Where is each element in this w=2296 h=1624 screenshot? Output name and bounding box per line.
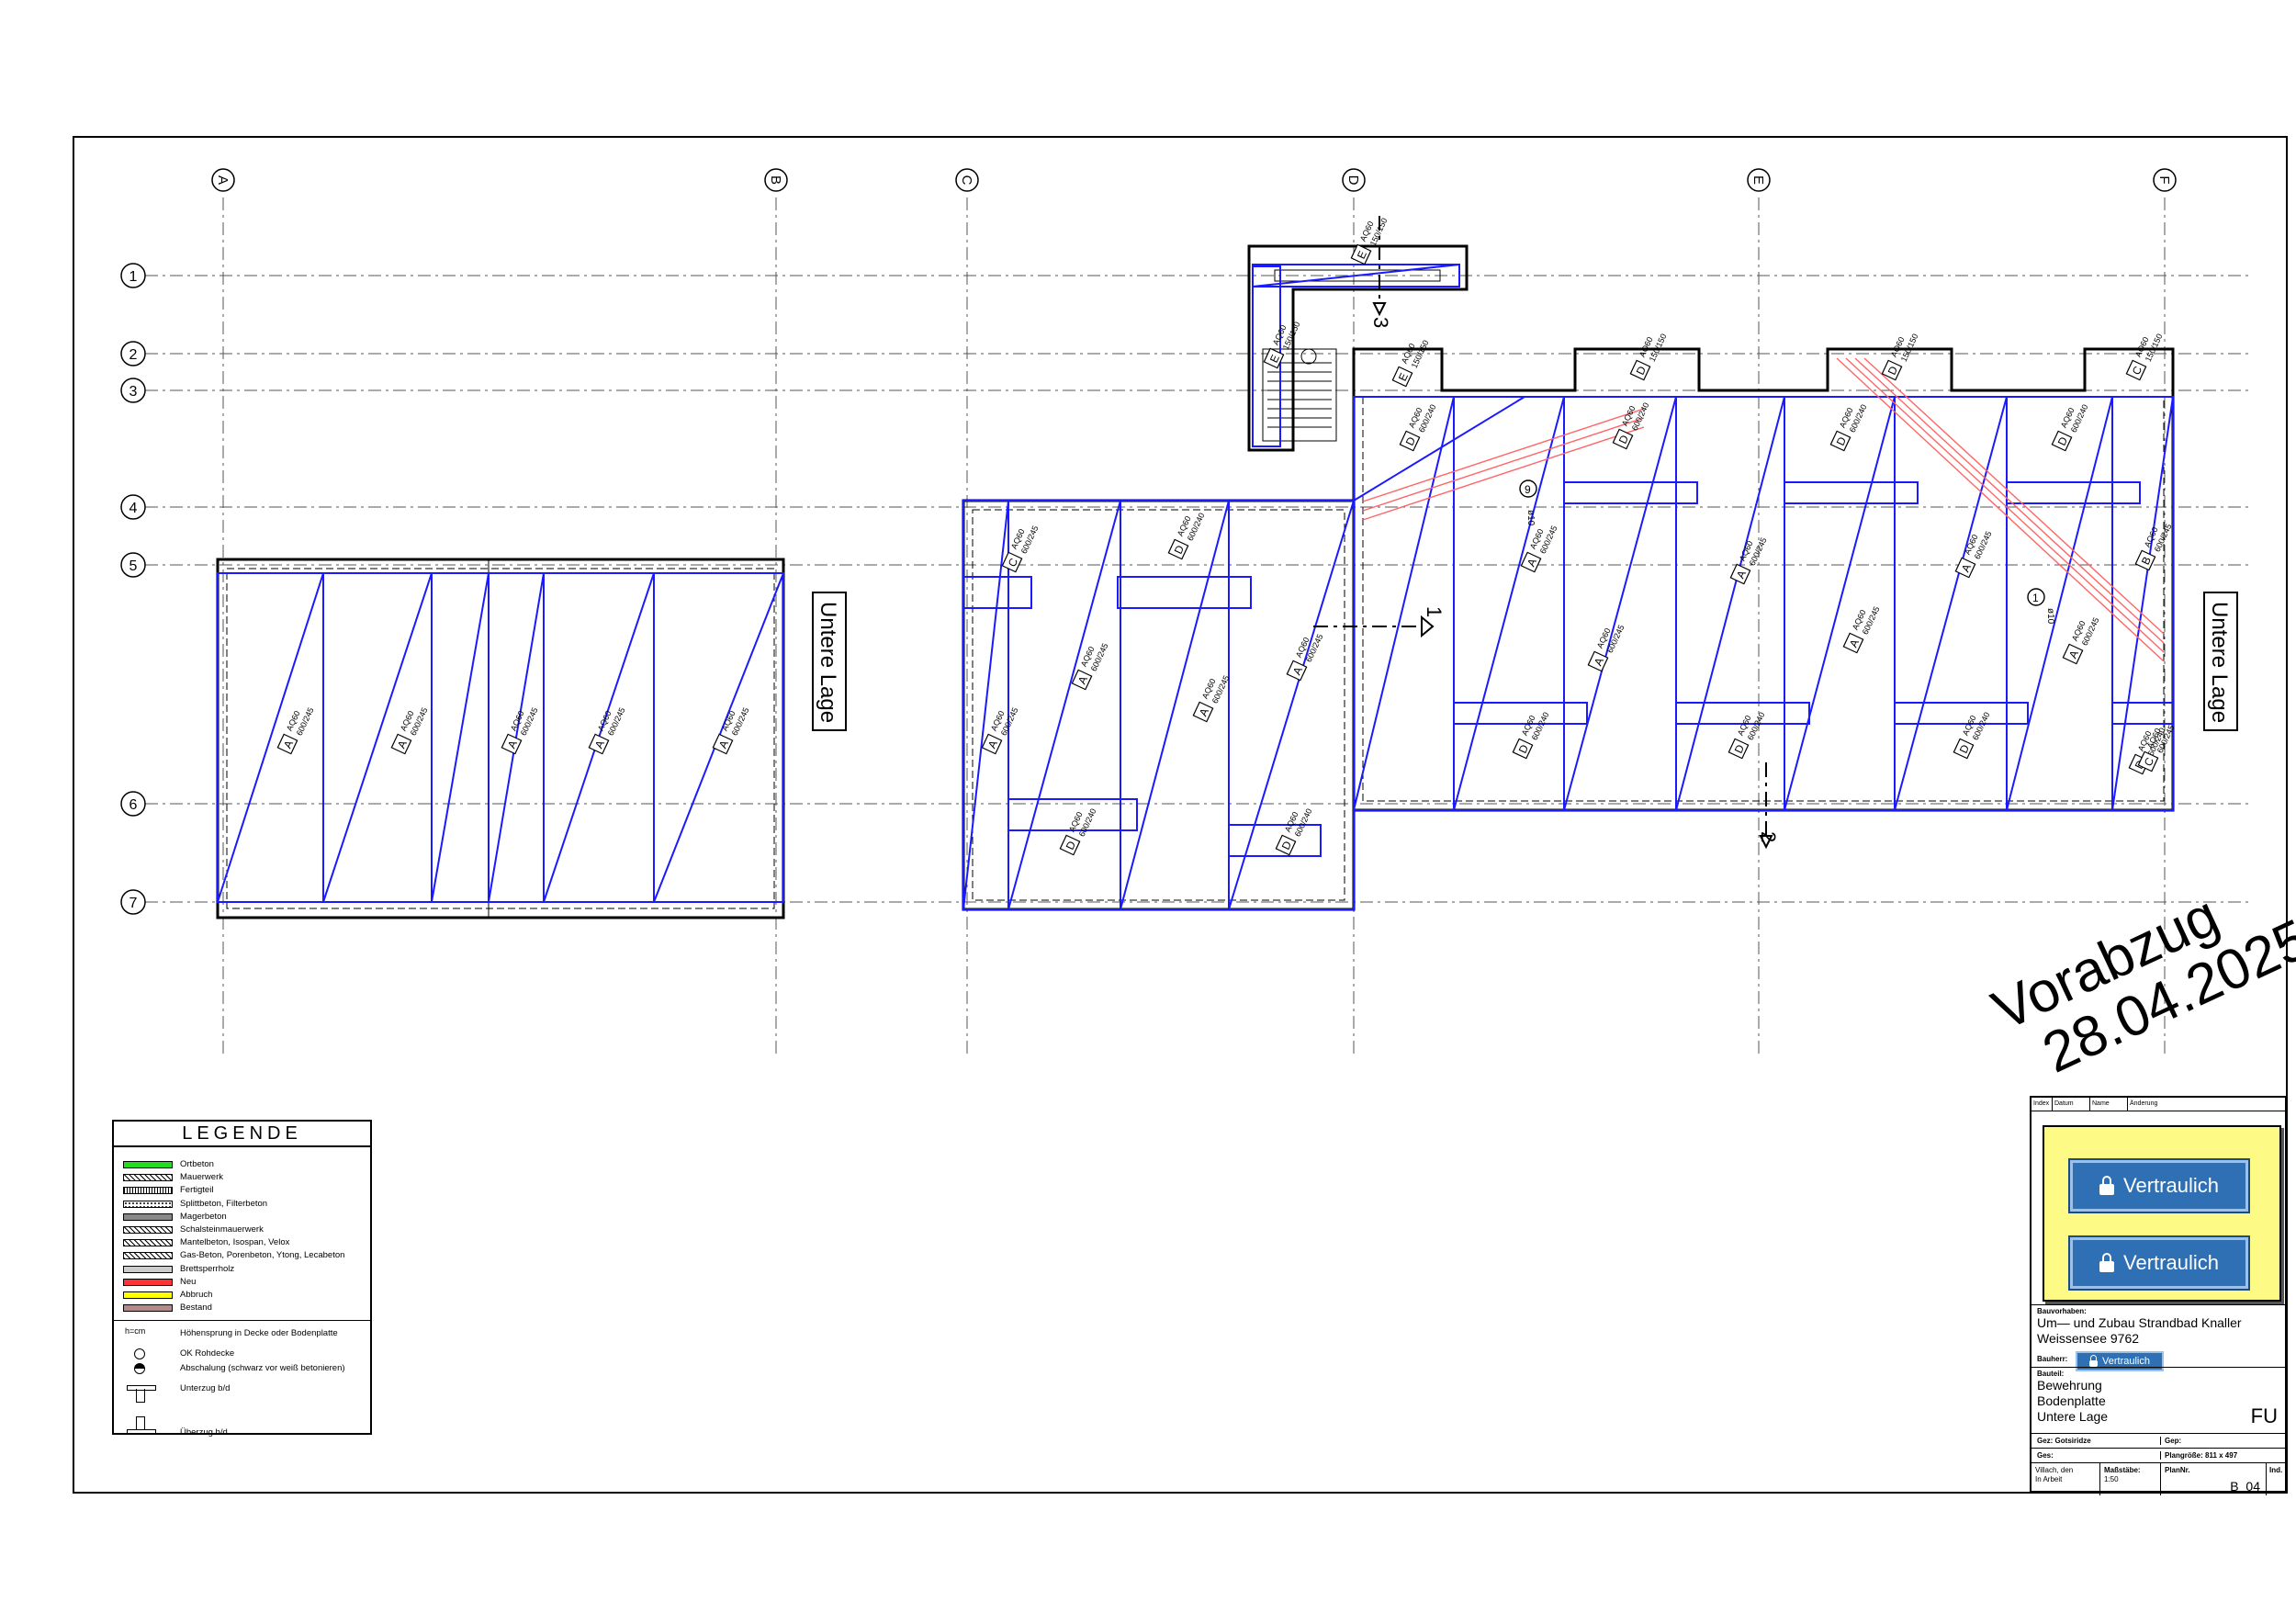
legend-symbol-top-slab: OK Rohdecke [114,1348,370,1363]
lower-layer-boxes [812,592,2238,731]
axis-bubble-row-3 [120,378,146,403]
checked-row: Ges: Plangröße: 811 x 497 [2032,1448,2285,1462]
legend-swatch [123,1278,173,1286]
plan-row: Villach, den In Arbeit Maßstäbe: 1:50 Pl… [2032,1462,2285,1495]
axis-bubble-col-E [1747,168,1771,192]
axis-label-col-D: D [1345,175,1361,186]
section-markers [1313,216,1773,850]
red-bars [1362,357,2165,662]
axis-label-row-5: 5 [129,558,138,574]
legend-swatch [123,1304,173,1313]
axis-bubble-col-C [955,168,979,192]
legend-item: Schalsteinmauerwerk [114,1224,370,1236]
section-label-3: 3 [1369,317,1392,328]
axis-label-col-C: C [959,175,974,186]
legend-swatch [123,1200,173,1208]
axis-bubble-row-2 [120,341,146,367]
axis-bubble-row-4 [120,494,146,520]
section-label-2: 2 [1757,831,1780,842]
axis-bubble-row-1 [120,263,146,288]
axis-label-col-F: F [2156,175,2172,184]
title-block: Index Datum Name Änderung Vertraulich Ve… [2030,1096,2287,1495]
axis-label-col-A: A [215,175,231,185]
legend-item: Splittbeton, Filterbeton [114,1198,370,1211]
legend-swatch [123,1161,173,1168]
legend-symbol-height-jump: h=cm Höhensprung in Decke oder Bodenplat… [125,1326,338,1339]
legend-swatch [123,1252,173,1260]
legend-symbol-upstand-beam: Überzug b/d [114,1416,370,1446]
bar-label-1: 1 [2032,592,2039,604]
axis-label-col-E: E [1750,175,1766,185]
lower-layer-label-right: Untere Lage [2207,602,2232,723]
axis-label-row-7: 7 [129,896,138,911]
confidential-small-button[interactable]: Vertraulich [2076,1351,2164,1371]
confidential-button-2[interactable]: Vertraulich [2068,1235,2250,1291]
part-code: FU [2250,1404,2278,1427]
bar-bubbles [1519,479,2045,606]
legend-swatch [123,1174,173,1182]
bar-dim-1: ø10 [2045,608,2055,625]
legend-item: Magerbeton [114,1211,370,1224]
lock-icon [2089,1354,2098,1367]
legend-item: Abbruch [114,1289,370,1302]
axis-label-col-B: B [768,175,783,185]
axis-bubble-col-B [764,168,788,192]
section-label-1: 1 [1423,606,1446,617]
part-section: Bauteil: Bewehrung Bodenplatte Untere La… [2032,1367,2285,1433]
legend-swatch [123,1239,173,1247]
bar-dim-9: ø10 [1525,510,1536,526]
legend-swatch [123,1212,173,1221]
legend-item: Bestand [114,1302,370,1314]
legend-item: Ortbeton [114,1158,370,1171]
drawn-row: Gez: Gotsiridze Gep: [2032,1433,2285,1448]
legend-symbol-downstand-beam: Unterzug b/d [114,1383,370,1427]
axis-label-row-1: 1 [129,269,138,285]
axis-label-row-2: 2 [129,347,138,363]
plan-number: B_04 [2230,1479,2260,1494]
confidential-button[interactable]: Vertraulich [2068,1158,2250,1213]
axis-bubble-col-D [1342,168,1366,192]
lock-icon [2099,1176,2115,1195]
legend-item: Neu [114,1276,370,1289]
reinforcement-mesh [217,264,2174,910]
axis-bubble-row-5 [120,552,146,578]
axis-label-row-3: 3 [129,384,138,400]
confidential-panel: Vertraulich Vertraulich [2043,1125,2281,1302]
bar-label-9: 9 [1525,483,1531,496]
legend-item: Gas-Beton, Porenbeton, Ytong, Lecabeton [114,1249,370,1262]
lock-icon [2099,1253,2115,1272]
axis-bubble-row-7 [120,889,146,915]
legend-title: LEGENDE [114,1122,370,1147]
legend-symbol-formwork: Abschalung (schwarz vor weiß betonieren) [114,1363,370,1383]
axis-bubble-col-A [211,168,235,192]
lower-layer-label-left: Untere Lage [816,602,840,723]
drawing-frame [73,136,2288,1494]
legend-item: Brettsperrholz [114,1263,370,1276]
legend-item: Fertigteil [114,1184,370,1197]
stair-outline [1247,244,1469,452]
axis-label-row-4: 4 [129,501,138,516]
legend-swatch [123,1225,173,1234]
axis-bubble-col-F [2153,168,2177,192]
axis-label-row-6: 6 [129,797,138,813]
revision-header: Index Datum Name Änderung [2032,1098,2285,1111]
legend-swatch [123,1291,173,1299]
axis-bubble-row-6 [120,791,146,817]
stair-steps [1267,348,1332,428]
legend-swatch [123,1187,173,1195]
legend-swatch [123,1265,173,1273]
project-section: Bauvorhaben: Um— und Zubau Strandbad Kna… [2032,1304,2285,1371]
legend-item: Mauerwerk [114,1171,370,1184]
legend-item: Mantelbeton, Isospan, Velox [114,1236,370,1249]
